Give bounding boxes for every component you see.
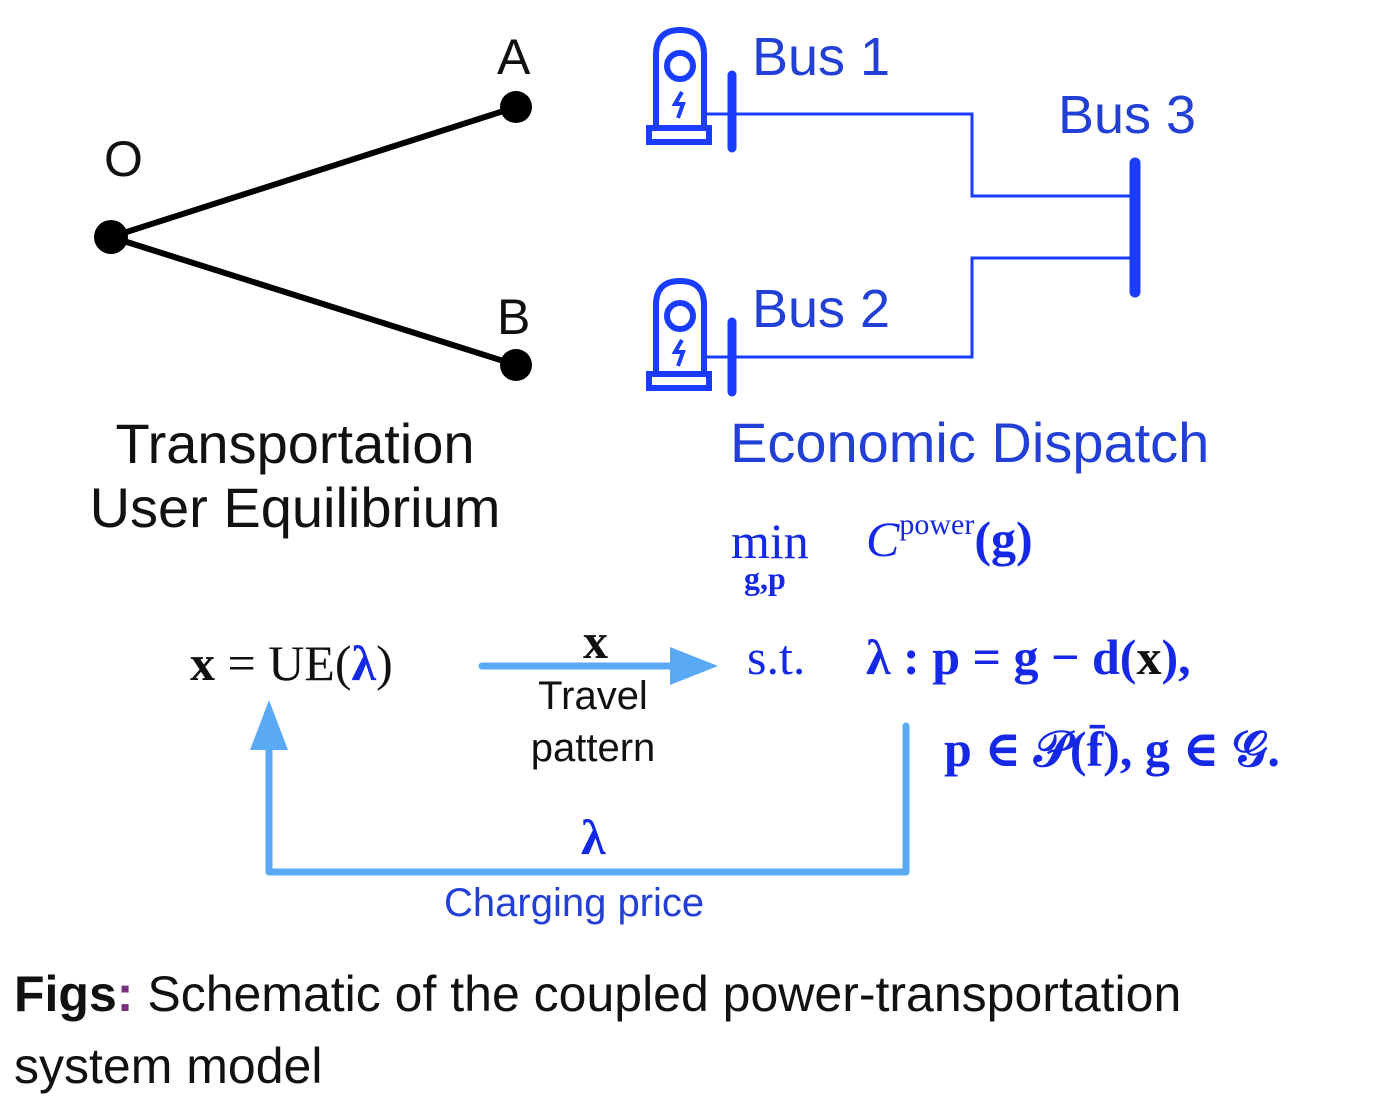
caption-colon: : bbox=[116, 966, 134, 1022]
min-subscript: g,p bbox=[744, 560, 786, 596]
node-label-B: B bbox=[497, 289, 531, 345]
node-O bbox=[94, 220, 128, 254]
figure-caption: Figs: Schematic of the coupled power-tra… bbox=[14, 958, 1181, 1102]
bus1-label: Bus 1 bbox=[752, 27, 891, 87]
power-network bbox=[646, 26, 1141, 397]
line-bus1-bus3 bbox=[704, 112, 1135, 198]
feedback-arrow-label: Charging price bbox=[444, 881, 705, 925]
ev-charger-icon bbox=[646, 26, 712, 145]
objective-function: Cpower(g) bbox=[866, 510, 1033, 567]
constraint-balance: λ : p = g − d(x), bbox=[866, 629, 1191, 685]
transportation-title-line1: Transportation bbox=[115, 412, 475, 475]
bus2-label: Bus 2 bbox=[752, 279, 891, 339]
caption-text-line1: Schematic of the coupled power-transport… bbox=[133, 966, 1182, 1022]
ue-lambda: λ bbox=[351, 635, 377, 691]
line-bus2-bus3 bbox=[704, 256, 1135, 359]
forward-arrow bbox=[478, 647, 718, 685]
arrowhead-right-icon bbox=[670, 647, 718, 685]
forward-arrow-label-line1: Travel bbox=[538, 674, 648, 718]
caption-lead: Figs bbox=[14, 966, 117, 1022]
node-B bbox=[500, 349, 532, 381]
transportation-network bbox=[94, 91, 532, 381]
transportation-title: Transportation User Equilibrium bbox=[80, 412, 510, 540]
objective-superscript: power bbox=[899, 508, 975, 541]
economic-dispatch-title: Economic Dispatch bbox=[730, 411, 1210, 474]
objective-C: C bbox=[866, 511, 900, 567]
node-A bbox=[500, 91, 532, 123]
ue-equation: x = UE(λ) bbox=[190, 635, 393, 691]
constraint-x: x bbox=[1136, 629, 1162, 685]
edge-O-A bbox=[110, 104, 517, 240]
min-operator: min bbox=[731, 513, 809, 569]
arrowhead-up-icon bbox=[250, 700, 288, 750]
constraint-feasible-sets: p ∈ 𝒫(f̄), g ∈ 𝒢. bbox=[944, 721, 1280, 777]
objective-argument: (g) bbox=[974, 511, 1033, 567]
node-label-A: A bbox=[497, 29, 531, 85]
transportation-title-line2: User Equilibrium bbox=[89, 476, 501, 539]
edge-O-B bbox=[110, 234, 517, 368]
bus3-label: Bus 3 bbox=[1058, 85, 1197, 145]
ue-lhs: x bbox=[190, 635, 215, 691]
caption-text-line2: system model bbox=[14, 1038, 323, 1094]
node-label-O: O bbox=[104, 131, 143, 187]
subject-to: s.t. bbox=[747, 629, 806, 685]
forward-arrow-label-line2: pattern bbox=[530, 726, 656, 770]
ev-charger-icon bbox=[646, 277, 712, 391]
feedback-arrow-symbol: λ bbox=[581, 809, 606, 865]
feedback-arrow bbox=[250, 700, 910, 876]
forward-arrow-symbol: x bbox=[583, 613, 608, 669]
